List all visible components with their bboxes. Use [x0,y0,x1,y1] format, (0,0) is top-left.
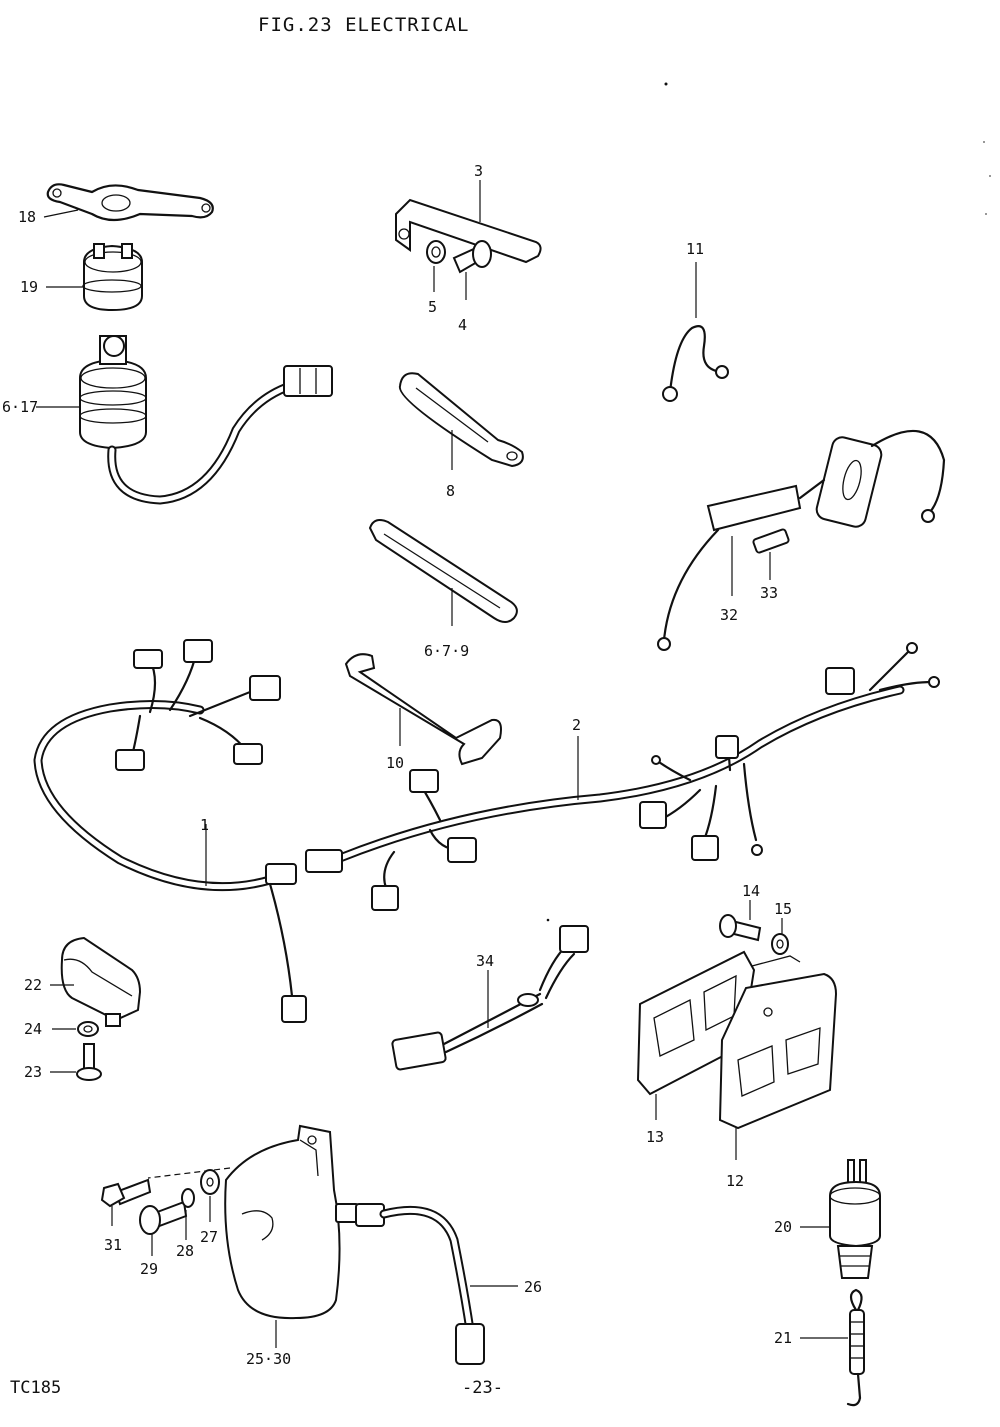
callout-1: 1 [200,816,209,834]
callout-5: 5 [428,298,437,316]
callout-8: 8 [446,482,455,500]
part-34-sub-harness [391,925,589,1071]
part-12-cover-plate [718,955,838,1130]
part-29-bolt [139,1200,188,1235]
callout-11: 11 [686,240,704,258]
page-number: -23- [462,1378,503,1398]
callout-14: 14 [742,882,760,900]
callout-3: 3 [474,162,483,180]
callout-29: 29 [140,1260,158,1278]
callout-20: 20 [774,1218,792,1236]
callout-22: 22 [24,976,42,994]
part-8-clamp [398,372,524,468]
figure-code: TC185 [10,1378,62,1398]
callout-24: 24 [24,1020,42,1038]
figure-title: FIG.23 ELECTRICAL [258,14,470,36]
callout-34: 34 [476,952,494,970]
part-3-bracket [395,198,542,264]
callout-13: 13 [646,1128,664,1146]
callout-33: 33 [760,584,778,602]
part-22-relay [60,936,142,1027]
callout-19: 19 [20,278,38,296]
part-21-spring [846,1288,865,1407]
part-10-bracket [344,653,502,766]
callout-27: 27 [200,1228,218,1246]
part-14-bolt [719,914,762,942]
part-20-stop-switch [829,1159,881,1279]
callout-26: 26 [524,1278,542,1296]
callout-15: 15 [774,900,792,918]
part-18-switch-plate [46,183,214,222]
part-33-fuse [752,528,790,554]
part-6-7-9-clamp [368,519,518,623]
callout-21: 21 [774,1329,792,1347]
part-1-2-wiring-harness [33,639,940,1023]
callout-4: 4 [458,316,467,334]
scan-specks [546,82,991,922]
callout-6-17: 6·17 [2,398,38,416]
part-4-screw [452,240,492,274]
callout-12: 12 [726,1172,744,1190]
part-11-wire-clamp [662,325,729,402]
part-24-nut [77,1021,99,1037]
callout-2: 2 [572,716,581,734]
callout-10: 10 [386,754,404,772]
part-26-horn-lead [355,1203,485,1365]
part-6-17-ignition-switch [79,335,333,505]
part-32-fuse-holder [657,429,946,651]
part-28-lock-washer [181,1188,195,1208]
part-31-bolt [100,1178,152,1208]
part-15-washer [771,933,789,955]
callout-18: 18 [18,208,36,226]
part-27-washer [200,1169,220,1195]
callout-25-30: 25·30 [246,1350,291,1368]
part-25-30-horn [224,1124,359,1320]
callout-32: 32 [720,606,738,624]
part-5-washer [426,240,446,264]
callout-23: 23 [24,1063,42,1081]
part-19-switch-nut [82,243,143,312]
part-23-screw [76,1043,102,1081]
callout-6-7-9: 6·7·9 [424,642,469,660]
callout-31: 31 [104,1236,122,1254]
callout-28: 28 [176,1242,194,1260]
